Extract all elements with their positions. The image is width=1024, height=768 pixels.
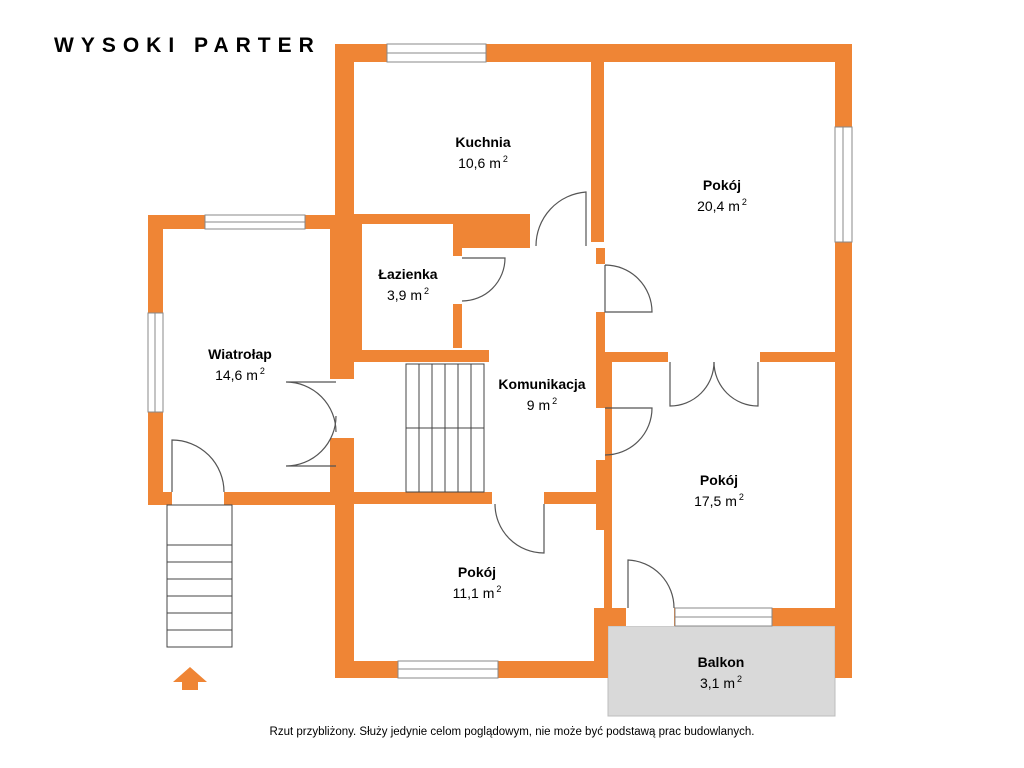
windows: [147, 43, 853, 679]
room-name: Balkon: [697, 654, 745, 670]
room-name: Pokój: [699, 472, 739, 488]
page-title: WYSOKI PARTER: [54, 34, 321, 57]
entrance-arrow-icon: [173, 667, 207, 690]
room-name: Łazienka: [378, 266, 438, 282]
balcony-area: [607, 625, 836, 717]
indoor-stairs: [405, 363, 485, 493]
room-name: Pokój: [457, 564, 497, 580]
disclaimer-footnote: Rzut przybliżony. Służy jedynie celom po…: [269, 726, 755, 738]
entrance-stairs: [166, 504, 233, 648]
room-name: Kuchnia: [455, 134, 511, 150]
room-name: Wiatrołap: [208, 346, 272, 362]
room-name: Pokój: [702, 177, 742, 193]
room-name: Komunikacja: [498, 376, 586, 392]
door-swings: [171, 191, 759, 609]
